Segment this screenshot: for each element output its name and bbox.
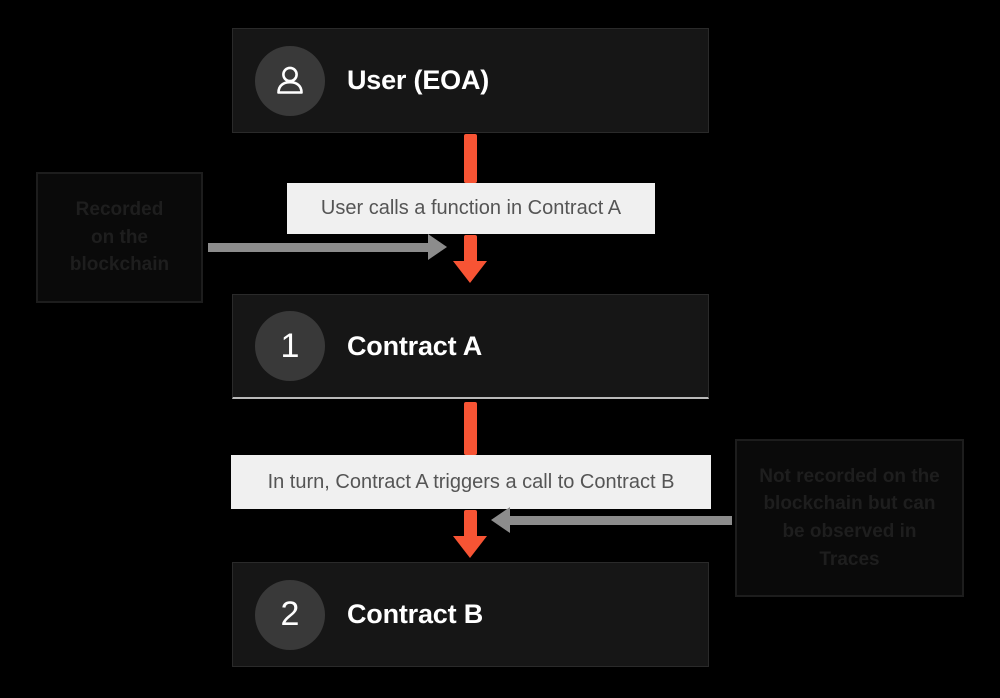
node-user-eoa: User (EOA)	[232, 28, 709, 133]
step-number-badge-1: 1	[255, 311, 325, 381]
flow-arrow-contract-a-to-strip2	[464, 402, 477, 455]
pointer-arrow-left-head	[428, 234, 447, 260]
node-contract-a: 1 Contract A	[232, 294, 709, 399]
note-right-line-4: Traces	[819, 548, 880, 570]
note-right-line-3: be observed in	[782, 521, 917, 542]
person-avatar-badge	[255, 45, 325, 116]
note-left-line-3: blockchain	[69, 254, 170, 276]
note-right-text: Not recorded on the blockchain but can b…	[759, 463, 940, 573]
pointer-arrow-right-head	[491, 507, 510, 533]
flow-arrow-user-to-strip1	[464, 134, 477, 183]
note-left-line-2: on the	[91, 226, 148, 248]
flow-arrow-strip1-to-contract-a-stem	[464, 235, 477, 267]
note-not-recorded-traces: Not recorded on the blockchain but can b…	[735, 439, 964, 597]
annotation-strip-user-calls: User calls a function in Contract A	[287, 183, 655, 234]
annotation-strip-contract-a-triggers: In turn, Contract A triggers a call to C…	[231, 455, 711, 509]
person-icon	[270, 61, 310, 101]
flow-arrow-strip2-to-contract-b-stem	[464, 510, 477, 542]
flow-arrow-strip1-to-contract-a-head	[453, 261, 487, 283]
pointer-arrow-right-stem	[510, 516, 732, 525]
note-right-line-2: blockchain but can	[763, 493, 936, 515]
node-user-label: User (EOA)	[347, 65, 490, 95]
node-contract-b-label: Contract B	[347, 599, 484, 629]
flow-arrow-strip2-to-contract-b-head	[453, 536, 487, 558]
step-number-badge-2: 2	[255, 579, 325, 650]
note-left-text: Recorded on the blockchain	[70, 196, 169, 279]
note-left-line-1: Recorded	[75, 199, 164, 221]
pointer-arrow-left-stem	[208, 243, 430, 252]
note-recorded-on-blockchain: Recorded on the blockchain	[36, 172, 203, 303]
note-right-line-1: Not recorded on the	[759, 465, 940, 487]
node-contract-b: 2 Contract B	[232, 562, 709, 667]
node-contract-a-label: Contract A	[347, 330, 483, 361]
